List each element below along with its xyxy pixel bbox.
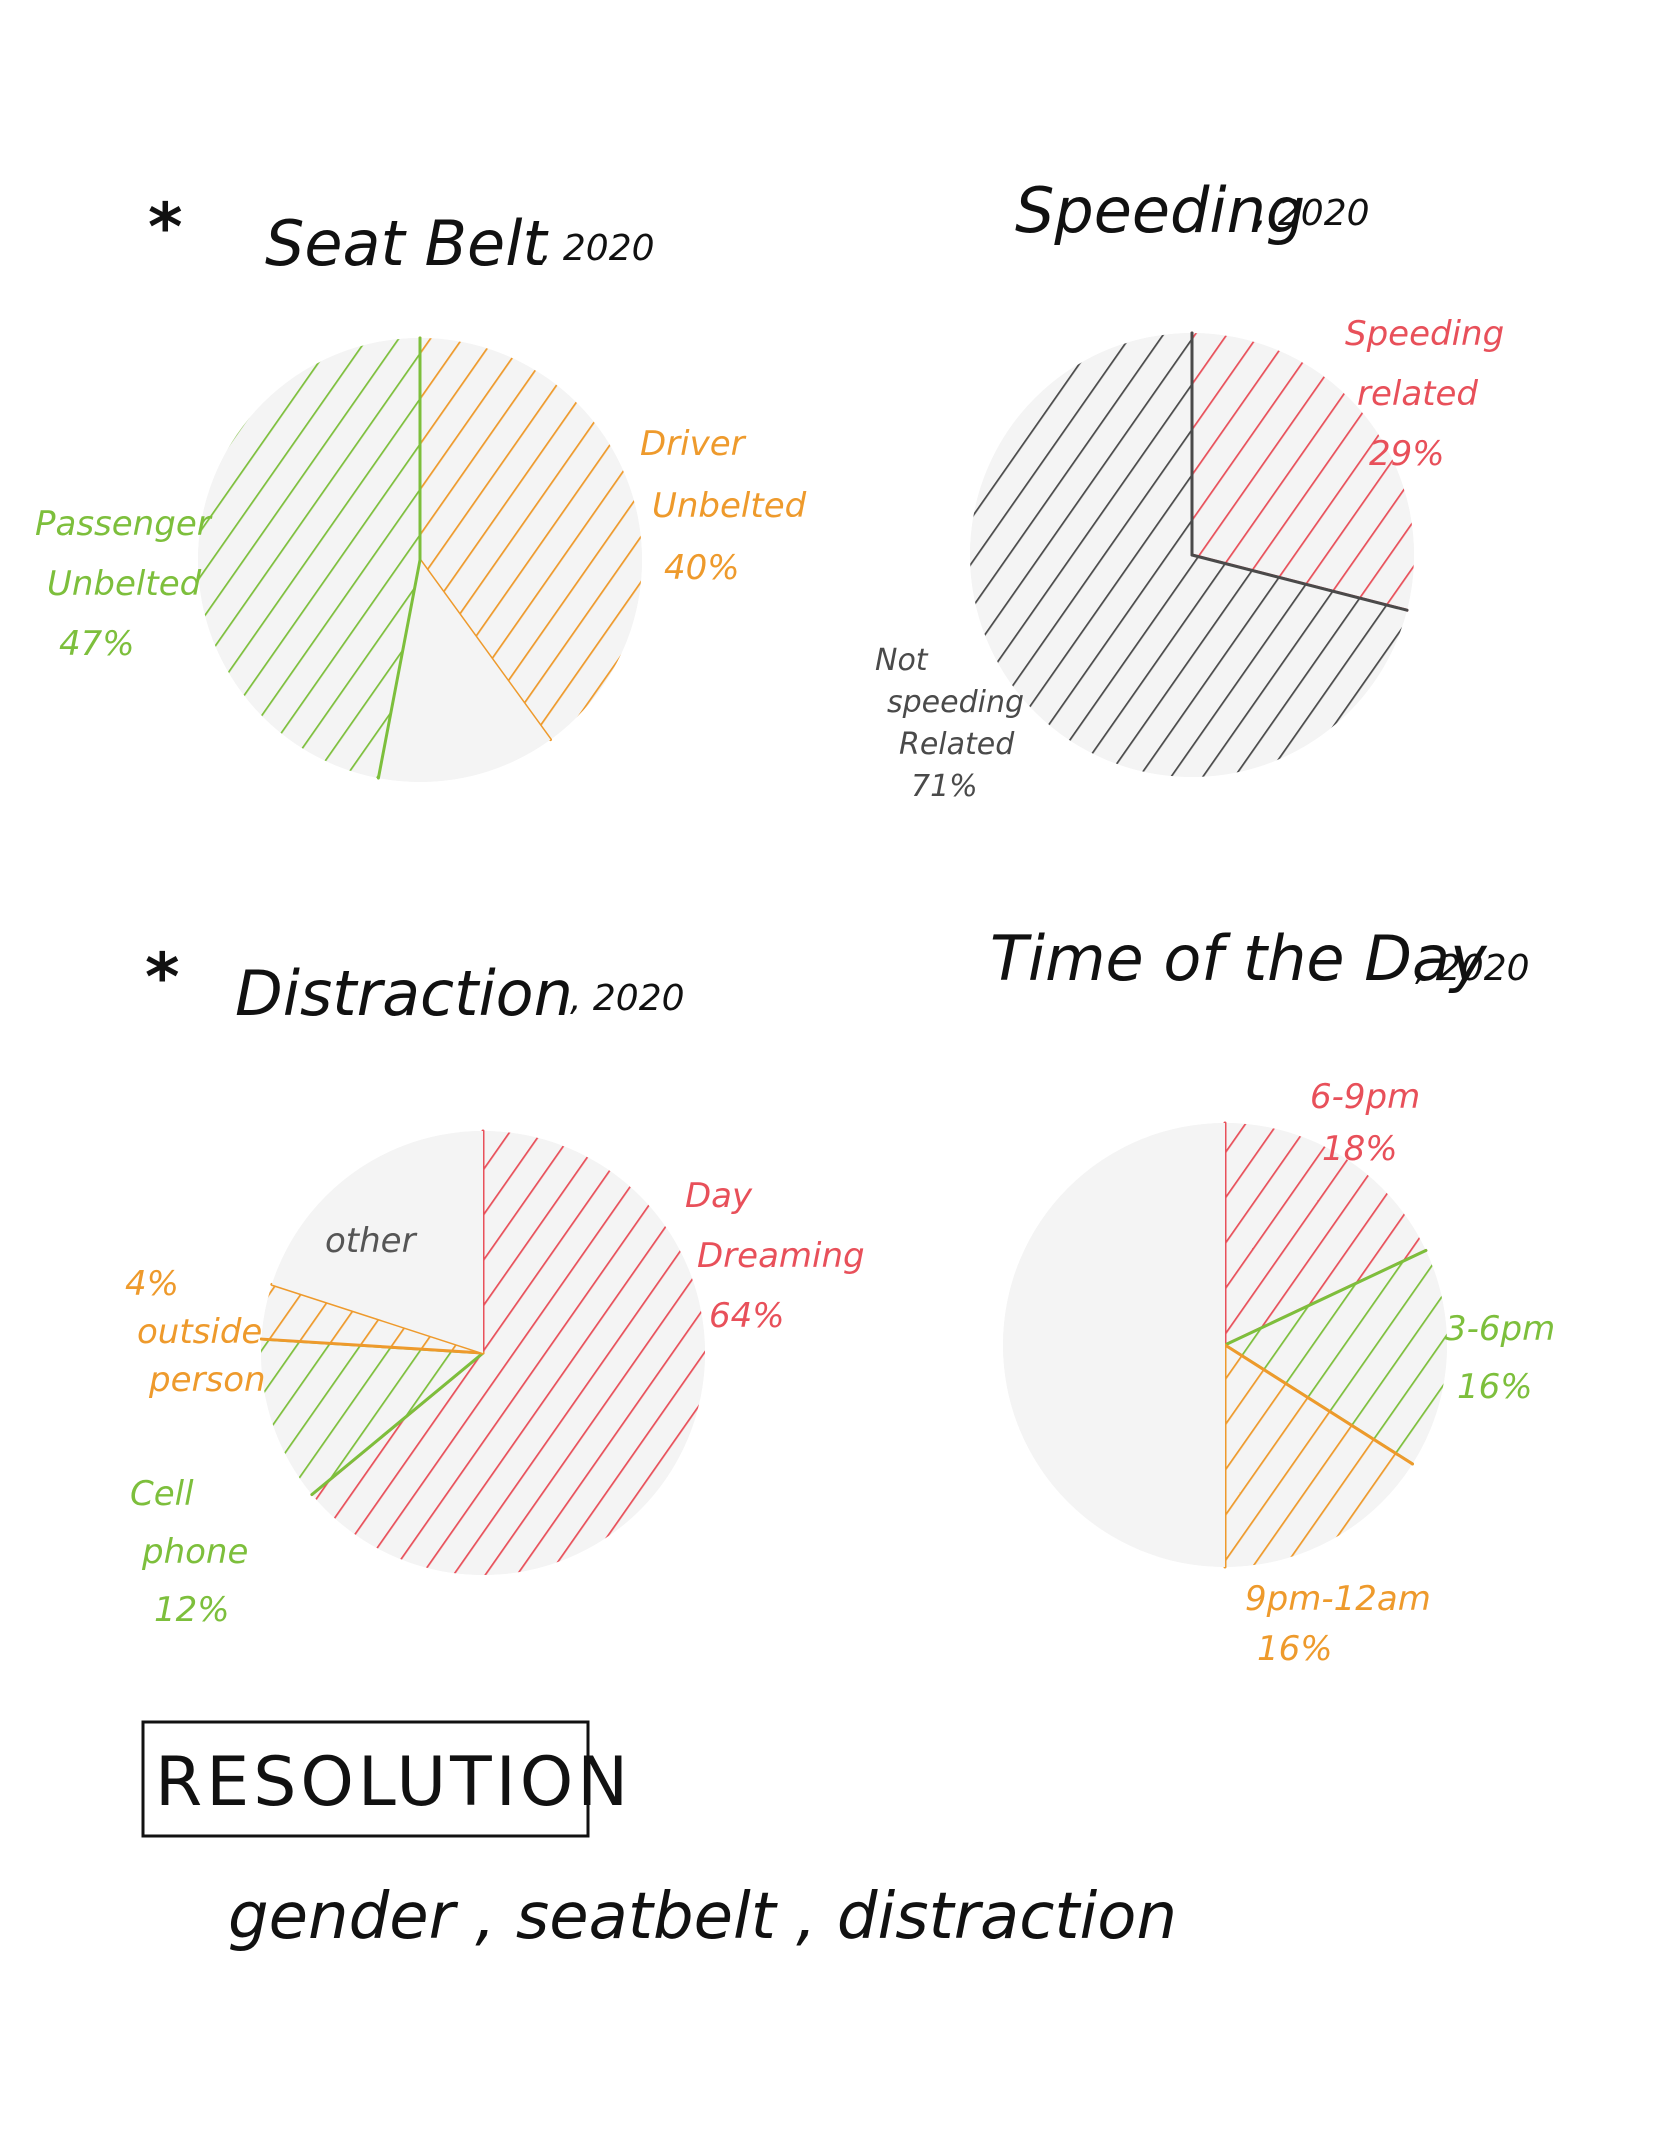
- slice-label-line: 64%: [709, 1296, 785, 1336]
- slice-edge: [1190, 553, 1409, 612]
- chart-year: , 2020: [540, 228, 655, 269]
- slice-label-line: Day: [685, 1176, 753, 1216]
- slice-label-line: Related: [899, 727, 1015, 762]
- slice-label-line: Not: [875, 643, 929, 678]
- slice-label-line: related: [1357, 374, 1478, 414]
- pie-slice: [261, 1339, 483, 1495]
- slice-label-line: 18%: [1322, 1129, 1398, 1169]
- chart-title: Speeding: [1015, 174, 1305, 247]
- slice-label-line: Unbelted: [652, 486, 807, 526]
- pie-slice: [970, 333, 1408, 777]
- chart-year: , 2020: [1255, 193, 1370, 234]
- slice-label-line: phone: [141, 1532, 248, 1572]
- pie-slice: [311, 1131, 706, 1576]
- slice-edge: [376, 558, 422, 780]
- pie-slice: [197, 338, 420, 779]
- slice-label-line: 16%: [1257, 1629, 1333, 1669]
- pie-slice: [378, 560, 551, 782]
- slice-label-line: Passenger: [35, 504, 213, 544]
- slice-label-line: Cell: [130, 1474, 194, 1514]
- pie-slice: [1225, 1250, 1447, 1464]
- slice-edge: [259, 1337, 485, 1355]
- chart-speeding: Speeding , 2020 Speeding related 29% Not spe…: [875, 174, 1504, 804]
- pie-slice: [1003, 1123, 1225, 1567]
- resolution-label: RESOLUTION: [155, 1743, 632, 1822]
- slice-label-line: 40%: [664, 548, 740, 588]
- slice-label-line: speeding: [887, 685, 1024, 720]
- chart-year: , 2020: [570, 978, 685, 1019]
- slice-label-line: Dreaming: [697, 1236, 865, 1276]
- slice-label-line: 4%: [125, 1264, 179, 1304]
- slice-label-line: 16%: [1457, 1367, 1533, 1407]
- resolution-items: gender , seatbelt , distraction: [228, 1880, 1177, 1954]
- pie-slice: [271, 1131, 483, 1353]
- slice-label-line: Driver: [640, 424, 747, 464]
- pie-slice: [420, 338, 642, 740]
- resolution-section: RESOLUTION gender , seatbelt , distracti…: [141, 1720, 1177, 1954]
- slice-label-line: 47%: [59, 624, 135, 664]
- slice-edge: [310, 1351, 485, 1497]
- slice-label-line: other: [325, 1221, 418, 1261]
- slice-labels: 6-9pm 18% 3-6pm 16% 9pm-12am 16%: [1245, 1077, 1555, 1669]
- slice-label-line: 71%: [911, 769, 978, 804]
- resolution-box: [141, 1720, 590, 1838]
- slice-label: Speeding related 29%: [1345, 314, 1504, 474]
- star-mark: *: [148, 189, 183, 266]
- chart-title: Time of the Day: [990, 922, 1488, 995]
- pie: [1003, 1121, 1447, 1569]
- chart-title: Seat Belt: [265, 207, 549, 280]
- slice-label-line: person: [148, 1360, 266, 1400]
- slice-label: 4% outside person: [125, 1264, 266, 1400]
- slice-label: 6-9pm 18%: [1310, 1077, 1420, 1169]
- slice-edge: [1223, 1248, 1428, 1347]
- slice-label-line: 29%: [1369, 434, 1445, 474]
- pie-slice: [1225, 1345, 1413, 1568]
- pie: [197, 336, 642, 782]
- slice-label-line: 6-9pm: [1310, 1077, 1420, 1117]
- star-mark: *: [145, 939, 180, 1016]
- pie: [970, 331, 1415, 777]
- slice-label-line: 9pm-12am: [1245, 1579, 1431, 1619]
- slice-label-line: 3-6pm: [1445, 1309, 1555, 1349]
- slice-label-line: Unbelted: [47, 564, 202, 604]
- slice-label-line: Speeding: [1345, 314, 1504, 354]
- slice-label: Cell phone 12%: [130, 1474, 248, 1630]
- slice-edge: [1223, 1343, 1414, 1466]
- slice-label-line: outside: [137, 1312, 262, 1352]
- slice-label: other: [325, 1221, 418, 1261]
- chart-year: , 2020: [1415, 948, 1530, 989]
- slice-label: 9pm-12am 16%: [1245, 1579, 1431, 1669]
- slice-label: 3-6pm 16%: [1445, 1309, 1555, 1407]
- pie-slice: [1192, 333, 1415, 611]
- pie: [259, 1129, 706, 1576]
- chart-title: Distraction: [235, 957, 573, 1030]
- slice-label-line: 12%: [154, 1590, 230, 1630]
- pie-slice: [1225, 1123, 1426, 1345]
